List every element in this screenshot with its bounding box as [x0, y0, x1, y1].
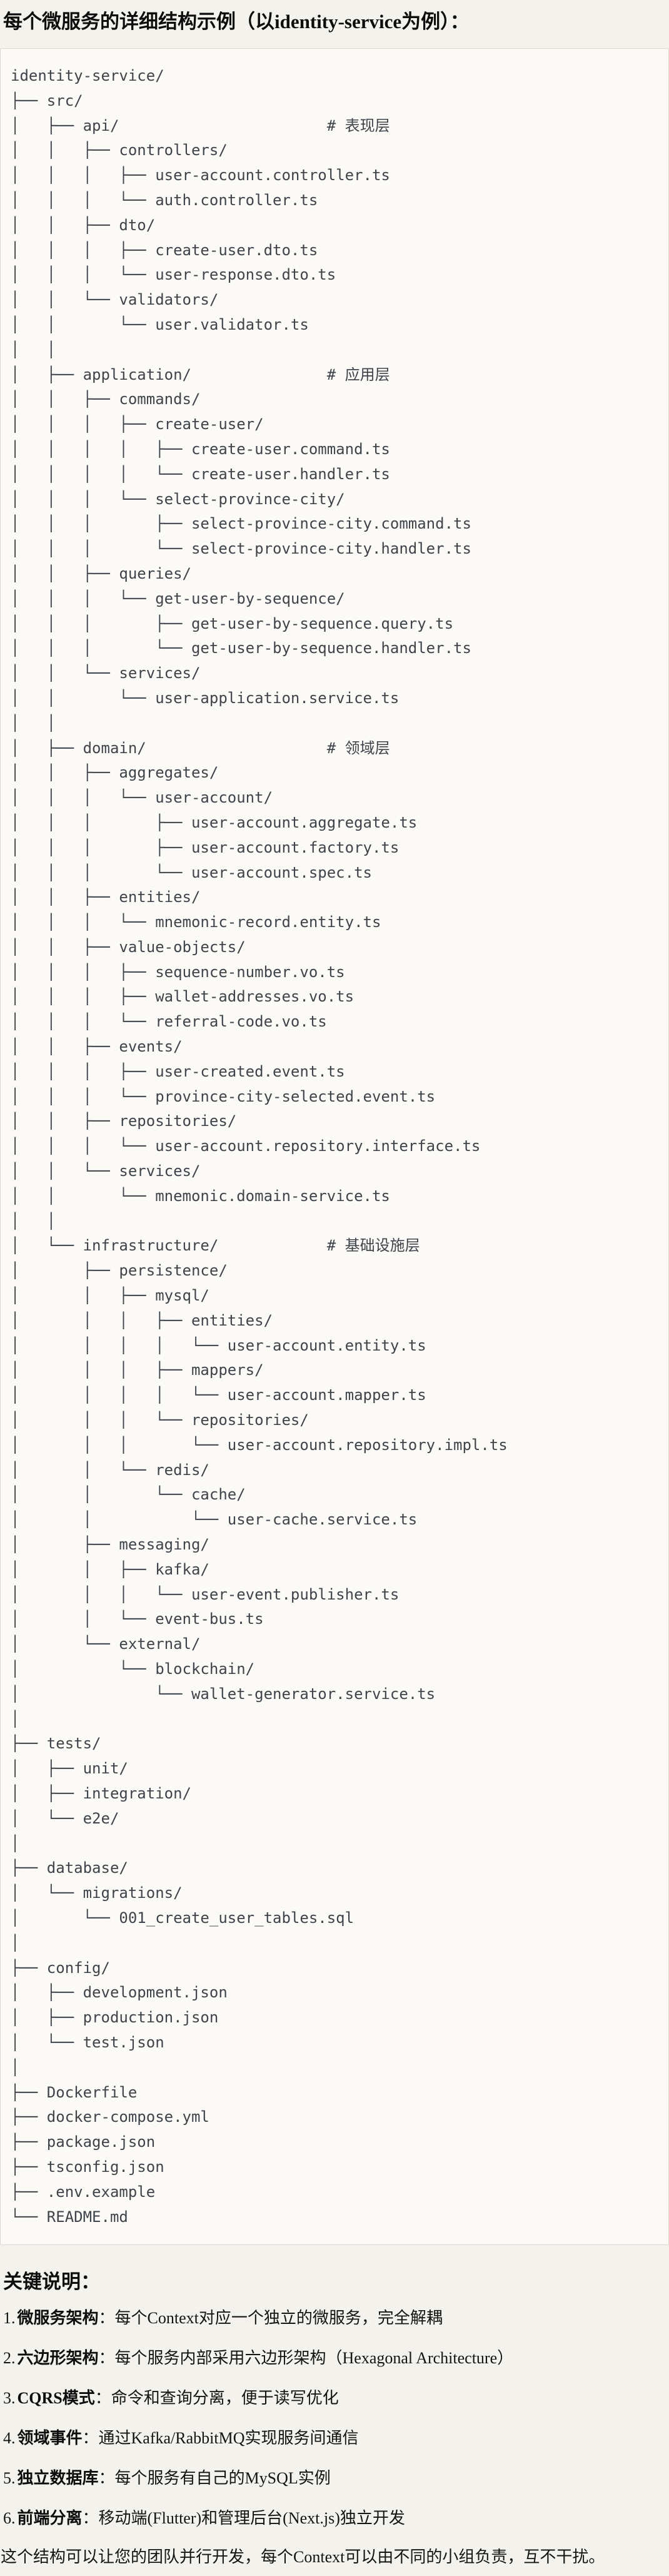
note-text: ：通过Kafka/RabbitMQ实现服务间通信	[82, 2429, 359, 2448]
notes-section: 关键说明： 1.微服务架构：每个Context对应一个独立的微服务，完全解耦 2…	[0, 2271, 669, 2568]
notes-heading: 关键说明：	[3, 2271, 100, 2293]
note-number: 4.	[3, 2429, 16, 2448]
note-number: 1.	[3, 2309, 16, 2328]
note-text: ：每个Context对应一个独立的微服务，完全解耦	[98, 2309, 443, 2328]
note-text: ：每个服务有自己的MySQL实例	[98, 2469, 331, 2488]
note-number: 2.	[3, 2349, 16, 2368]
note-number: 6.	[3, 2509, 16, 2528]
note-item-3: 3.CQRS模式：命令和查询分离，便于读写优化	[3, 2387, 664, 2410]
note-label: 领域事件	[17, 2429, 83, 2448]
note-label: 独立数据库	[17, 2469, 99, 2488]
note-number: 5.	[3, 2469, 16, 2488]
note-text: ：命令和查询分离，便于读写优化	[94, 2389, 339, 2408]
directory-tree: identity-service/ ├── src/ │ ├── api/ # …	[11, 67, 508, 2226]
code-block: identity-service/ ├── src/ │ ├── api/ # …	[0, 48, 669, 2246]
note-item-5: 5.独立数据库：每个服务有自己的MySQL实例	[3, 2467, 664, 2490]
note-item-1: 1.微服务架构：每个Context对应一个独立的微服务，完全解耦	[3, 2307, 664, 2330]
note-label: 前端分离	[17, 2509, 83, 2528]
note-text: ：每个服务内部采用六边形架构（Hexagonal Architecture）	[98, 2349, 514, 2368]
note-label: 六边形架构	[17, 2349, 99, 2368]
note-item-2: 2.六边形架构：每个服务内部采用六边形架构（Hexagonal Architec…	[3, 2347, 664, 2370]
note-label: CQRS模式	[17, 2389, 95, 2408]
note-label: 微服务架构	[17, 2309, 99, 2328]
note-item-4: 4.领域事件：通过Kafka/RabbitMQ实现服务间通信	[3, 2427, 664, 2450]
page-title: 每个微服务的详细结构示例（以identity-service为例）：	[3, 11, 470, 33]
notes-footer: 这个结构可以让您的团队并行开发，每个Context可以由不同的小组负责，互不干扰…	[1, 2548, 605, 2567]
note-number: 3.	[3, 2389, 16, 2408]
note-item-6: 6.前端分离：移动端(Flutter)和管理后台(Next.js)独立开发	[3, 2507, 664, 2530]
note-text: ：移动端(Flutter)和管理后台(Next.js)独立开发	[82, 2509, 405, 2528]
